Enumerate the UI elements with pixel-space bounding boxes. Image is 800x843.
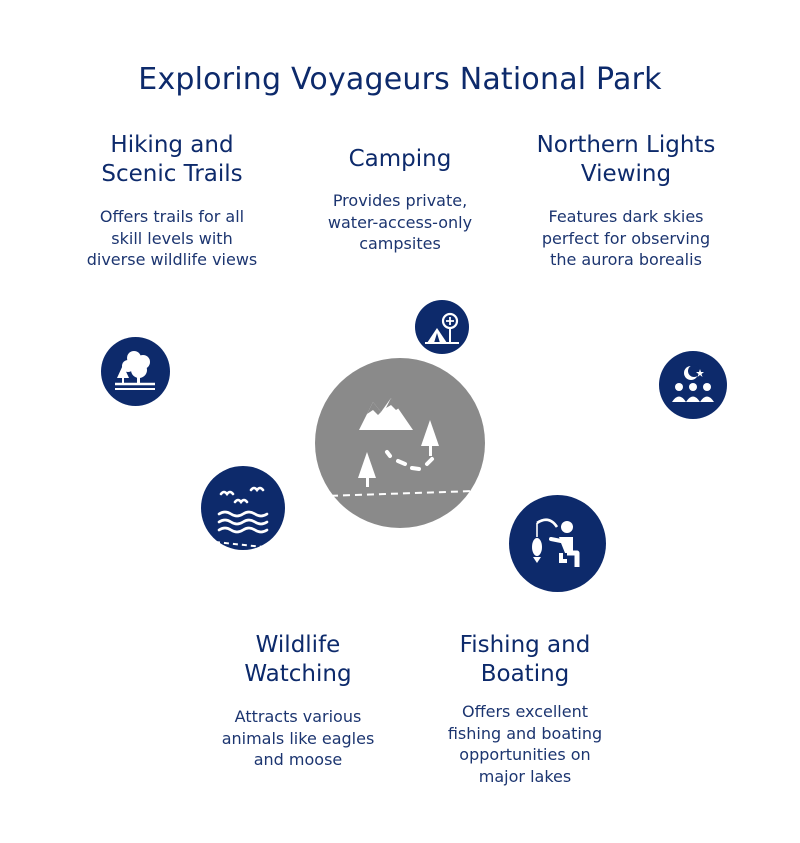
wildlife-desc-line1: Attracts various (234, 707, 362, 726)
northern-title-line1: Northern Lights (536, 132, 716, 158)
center-hub (294, 358, 506, 528)
northern-title-line2: Viewing (580, 161, 672, 187)
wildlife-desc-line3: and moose (253, 750, 343, 769)
fishing-desc-line2: fishing and boating (447, 723, 603, 743)
camping-description: Provides private, water-access-only camp… (300, 190, 500, 255)
camping-title: Camping (348, 146, 452, 172)
hiking-circle (101, 337, 170, 406)
fishing-desc-line1: Offers excellent (462, 702, 588, 721)
camping-desc-line2: water-access-only (327, 212, 473, 232)
stargazing-group-icon (672, 365, 714, 402)
fishing-description: Offers excellent fishing and boating opp… (415, 701, 635, 787)
fishing-title-line1: Fishing and (459, 632, 591, 658)
hiking-title-line1: Hiking and (110, 132, 234, 158)
wildlife-block: Wildlife Watching Attracts various anima… (188, 631, 408, 771)
wildlife-title: Wildlife Watching (188, 631, 408, 689)
wildlife-title-line1: Wildlife (255, 632, 341, 658)
northern-desc-line1: Features dark skies (548, 207, 704, 226)
northern-desc-line3: the aurora borealis (550, 250, 702, 269)
hiking-title: Hiking and Scenic Trails (62, 131, 282, 189)
birds-over-water-icon (214, 486, 274, 549)
hiking-title-line2: Scenic Trails (101, 161, 243, 187)
northern-lights-description: Features dark skies perfect for observin… (516, 206, 736, 271)
camping-desc-line1: Provides private, (332, 191, 468, 210)
fishing-desc-line4: major lakes (478, 766, 572, 786)
fishing-title-line2: Boating (480, 661, 570, 687)
northern-lights-circle (659, 351, 727, 419)
wildlife-desc-line2: animals like eagles (221, 728, 375, 748)
page-title: Exploring Voyageurs National Park (138, 62, 662, 97)
fishing-circle (509, 495, 606, 592)
mountain-trail-icon (294, 398, 506, 498)
fishing-person-icon (532, 518, 580, 567)
tent-icon (425, 312, 459, 344)
wildlife-title-line2: Watching (244, 661, 352, 687)
hiking-desc-line2: skill levels with (111, 228, 233, 248)
wildlife-description: Attracts various animals like eagles and… (188, 706, 408, 771)
fishing-desc-line3: opportunities on (459, 745, 591, 764)
wildlife-circle (201, 466, 285, 550)
hiking-block: Hiking and Scenic Trails Offers trails f… (62, 131, 282, 271)
camping-block: Camping Provides private, water-access-o… (300, 145, 500, 255)
northern-desc-line2: perfect for observing (541, 228, 711, 248)
camping-circle (415, 300, 469, 354)
northern-lights-title: Northern Lights Viewing (516, 131, 736, 189)
northern-lights-block: Northern Lights Viewing Features dark sk… (516, 131, 736, 271)
hiking-desc-line1: Offers trails for all (99, 207, 245, 226)
hiking-desc-line3: diverse wildlife views (86, 250, 258, 269)
forest-icon (115, 351, 155, 390)
camping-desc-line3: campsites (359, 234, 441, 253)
hiking-description: Offers trails for all skill levels with … (62, 206, 282, 271)
fishing-title: Fishing and Boating (415, 631, 635, 689)
fishing-block: Fishing and Boating Offers excellent fis… (415, 631, 635, 787)
